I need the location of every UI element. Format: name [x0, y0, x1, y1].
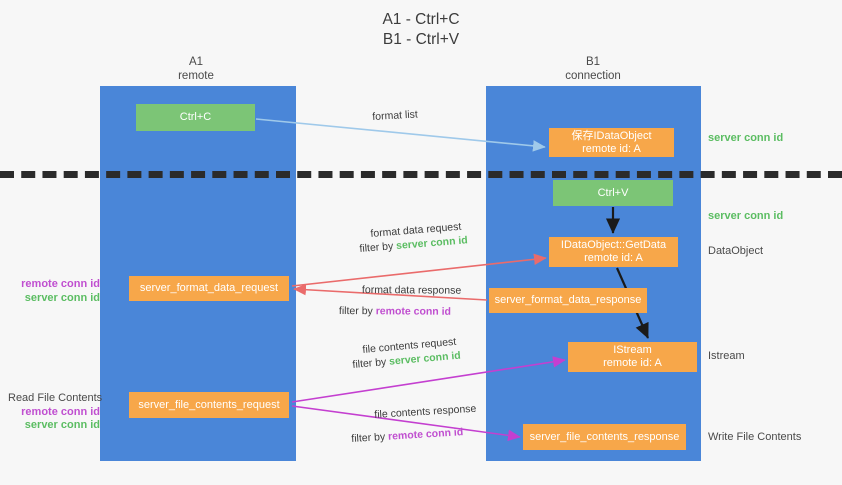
filter-key-4: remote conn id [387, 426, 464, 443]
page-title: A1 - Ctrl+C B1 - Ctrl+V [0, 10, 842, 50]
annotation-read-file-contents: Read File Contents [8, 392, 103, 404]
edge-label-format-data-response: format data response [361, 284, 462, 297]
node-save-idataobject-line2: remote id: A [582, 142, 641, 155]
annotation-left-conn-ids-1: remote conn id server conn id [10, 278, 100, 305]
node-idataobject-getdata-line2: remote id: A [584, 252, 643, 264]
annotation-istream: Istream [708, 350, 745, 362]
lane-a1-header: A1 remote [136, 56, 256, 83]
lane-b1-title: B1 [585, 56, 601, 68]
node-istream-line2: remote id: A [603, 357, 662, 369]
annotation-left-conn-ids-2: Read File Contents remote conn id server… [8, 392, 103, 433]
edge-label-file-contents-response: file contents response [374, 402, 477, 421]
node-server-format-data-response[interactable]: server_format_data_response [489, 288, 647, 313]
node-ctrl-c[interactable]: Ctrl+C [136, 104, 255, 131]
annotation-server-conn-id-1: server conn id [708, 132, 784, 144]
lane-b1-subtitle: connection [565, 69, 621, 82]
node-ctrl-c-label: Ctrl+C [179, 111, 212, 123]
lane-a1-subtitle: remote [178, 69, 214, 82]
node-istream-line1: IStream [613, 344, 652, 356]
annotation-remote-conn-id-2: remote conn id [21, 405, 100, 418]
lane-a1-title: A1 [188, 56, 204, 68]
node-server-format-data-request[interactable]: server_format_data_request [129, 276, 289, 301]
node-server-file-contents-request-label: server_file_contents_request [138, 398, 280, 411]
title-line-1: A1 - Ctrl+C [382, 11, 460, 28]
node-server-format-data-response-label: server_format_data_response [494, 294, 642, 306]
filter-prefix-4: filter by [351, 430, 389, 445]
edge-label-format-data-response-filter: filter by remote conn id [339, 305, 451, 319]
edge-label-format-list: format list [372, 108, 419, 123]
node-server-file-contents-response[interactable]: server_file_contents_response [523, 424, 686, 450]
annotation-server-conn-id-3: server conn id [24, 291, 100, 304]
node-ctrl-v[interactable]: Ctrl+V [553, 180, 673, 206]
node-server-format-data-request-label: server_format_data_request [139, 282, 279, 294]
annotation-dataobject: DataObject [708, 245, 764, 257]
annotation-remote-conn-id-1: remote conn id [21, 278, 100, 290]
filter-prefix-2: filter by [338, 305, 376, 318]
lane-b1-header: B1 connection [528, 56, 658, 83]
edge-label-file-contents-response-filter: filter by remote conn id [351, 426, 464, 446]
annotation-server-conn-id-4: server conn id [24, 419, 100, 431]
node-idataobject-getdata-line1: IDataObject::GetData [560, 239, 667, 251]
filter-key-2: remote conn id [375, 305, 452, 318]
annotation-write-file-contents: Write File Contents [708, 431, 802, 443]
node-server-file-contents-response-label: server_file_contents_response [529, 430, 680, 443]
filter-prefix-1: filter by [359, 240, 397, 255]
node-idataobject-getdata[interactable]: IDataObject::GetData remote id: A [549, 237, 678, 267]
phase-divider [0, 171, 842, 178]
node-server-file-contents-request[interactable]: server_file_contents_request [129, 392, 289, 418]
node-ctrl-v-label: Ctrl+V [597, 186, 629, 199]
node-save-idataobject[interactable]: 保存IDataObject remote id: A [549, 128, 674, 157]
node-istream[interactable]: IStream remote id: A [568, 342, 697, 372]
filter-prefix-3: filter by [352, 355, 390, 371]
node-save-idataobject-line1: 保存IDataObject [571, 129, 652, 142]
title-line-2: B1 - Ctrl+V [382, 31, 460, 48]
annotation-server-conn-id-2: server conn id [708, 210, 784, 222]
